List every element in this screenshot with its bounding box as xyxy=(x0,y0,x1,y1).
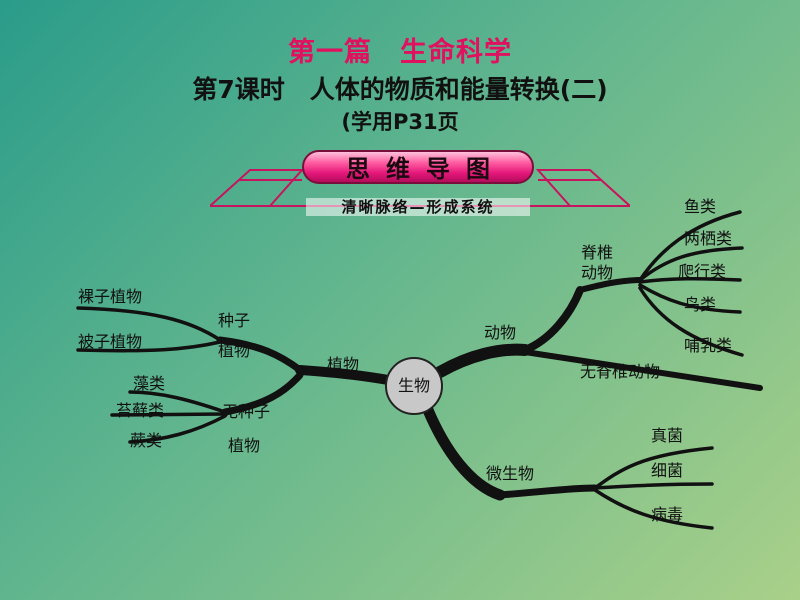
node-invertebrates: 无脊椎动物 xyxy=(580,362,661,381)
branch-plants xyxy=(295,365,393,385)
leaf-gymnosperms: 裸子植物 xyxy=(78,287,143,306)
branch-microbes xyxy=(422,404,506,501)
node-seedless-plants-line2: 植物 xyxy=(228,436,261,455)
node-vertebrates-line2: 动物 xyxy=(581,263,614,282)
branch-mammal xyxy=(638,286,744,357)
branch-fungi xyxy=(593,446,714,490)
branch-vertebrates xyxy=(521,286,584,354)
branch-gymnosperm xyxy=(76,306,222,342)
leaf-amphibians: 两栖类 xyxy=(684,229,733,248)
leaf-bacteria: 细菌 xyxy=(651,461,684,480)
branch-seedless-plants xyxy=(221,371,304,416)
node-seedless-plants-line1: 无种子 xyxy=(222,402,271,421)
node-animals: 动物 xyxy=(484,323,517,342)
mind-map-banner: 思维导图 清晰脉络—形成系统 xyxy=(210,140,630,220)
node-seed-plants-line2: 植物 xyxy=(218,341,251,360)
node-vertebrates-line1: 脊椎 xyxy=(581,243,614,262)
branch-animals xyxy=(434,343,531,378)
node-microorganisms: 微生物 xyxy=(486,464,535,483)
leaf-ferns: 蕨类 xyxy=(130,431,163,450)
leaf-angiosperms: 被子植物 xyxy=(78,332,143,351)
branch-bacteria xyxy=(593,482,714,490)
branch-fish xyxy=(638,210,742,282)
lesson-title: 第7课时 人体的物质和能量转换(二) xyxy=(192,75,608,104)
branch-angiosperm xyxy=(76,340,222,353)
leaf-algae: 藻类 xyxy=(133,374,166,393)
branch-fern xyxy=(128,414,227,444)
center-node-organisms: 生物 xyxy=(385,357,443,415)
leaf-mosses: 苔藓类 xyxy=(116,401,165,420)
banner-title: 思维导图 xyxy=(302,150,534,184)
leaf-viruses: 病毒 xyxy=(651,505,684,524)
branch-invertebrates xyxy=(522,349,763,391)
node-seed-plants-line1: 种子 xyxy=(218,311,251,330)
branch-bird xyxy=(638,283,742,314)
leaf-mammals: 哺乳类 xyxy=(684,336,733,355)
branch-moss xyxy=(110,412,227,417)
leaf-fish: 鱼类 xyxy=(684,197,717,216)
leaf-reptiles: 爬行类 xyxy=(678,262,727,281)
leaf-fungi: 真菌 xyxy=(651,426,684,445)
branch-algae xyxy=(128,390,227,414)
leaf-birds: 鸟类 xyxy=(684,295,717,314)
banner-subtitle: 清晰脉络—形成系统 xyxy=(306,198,530,216)
branch-seed-plants xyxy=(216,336,304,374)
chapter-title: 第一篇 生命科学 xyxy=(288,37,512,68)
page-reference: (学用P31页 xyxy=(341,110,459,134)
branch-reptile xyxy=(638,276,742,284)
branch-virus xyxy=(593,488,714,530)
branch-amphibian xyxy=(638,246,744,282)
node-plants: 植物 xyxy=(327,355,360,374)
